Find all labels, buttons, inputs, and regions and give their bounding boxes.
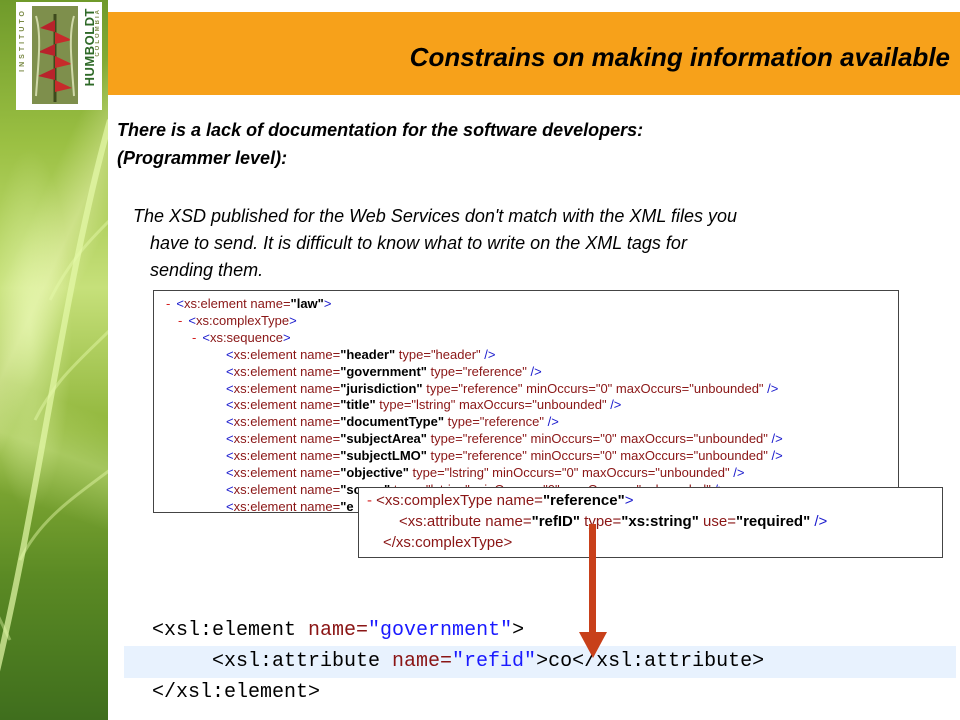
title-bar: Constrains on making information availab…: [108, 12, 960, 95]
xsl-line-3: </xsl:element>: [152, 681, 321, 704]
para-line-2: have to send. It is difficult to know wh…: [150, 233, 687, 253]
leaf-veins-icon: [0, 119, 108, 672]
body-paragraph: The XSD published for the Web Services d…: [133, 203, 948, 284]
intro-line-1: There is a lack of documentation for the…: [117, 120, 644, 140]
schema-line: <xs:element name="subjectLMO" type="refe…: [226, 448, 783, 464]
xsl-line-2: <xsl:attribute name="refid">co</xsl:attr…: [212, 650, 765, 673]
reference-line-3: </xs:complexType>: [383, 534, 513, 551]
schema-line: <xs:element name="title" type="lstring" …: [226, 397, 622, 413]
schema-line: <xs:element name="government" type="refe…: [226, 363, 542, 379]
heliconia-logo-icon: [32, 6, 78, 104]
leaf-background: [0, 0, 108, 720]
schema-line: <xs:element name="jurisdiction" type="re…: [226, 380, 779, 396]
reference-line-1: - <xs:complexType name="reference">: [367, 492, 634, 509]
humboldt-logo: INSTITUTO HUMBOLDT COLOMBIA: [16, 2, 102, 110]
para-line-3: sending them.: [150, 260, 264, 280]
schema-line: <xs:element name="subjectArea" type="ref…: [226, 431, 783, 447]
logo-instituto-text: INSTITUTO: [19, 8, 26, 72]
schema-line: -<xs:element name="law">: [166, 296, 332, 311]
schema-line: <xs:element name="e: [226, 498, 354, 513]
intro-text: There is a lack of documentation for the…: [117, 116, 643, 172]
para-line-1: The XSD published for the Web Services d…: [133, 206, 738, 226]
schema-line: <xs:element name="documentType" type="re…: [226, 414, 559, 430]
logo-colombia-text: COLOMBIA: [95, 8, 101, 57]
reference-line-2: <xs:attribute name="refID" type="xs:stri…: [399, 513, 828, 530]
schema-line: <xs:element name="objective" type="lstri…: [226, 465, 745, 480]
schema-line: <xs:element name="header" type="header" …: [226, 346, 496, 362]
slide-title: Constrains on making information availab…: [409, 42, 950, 72]
schema-line: -<xs:complexType>: [178, 312, 297, 328]
intro-line-2: (Programmer level):: [117, 148, 288, 168]
xsd-schema-screenshot: -<xs:element name="law">-<xs:complexType…: [153, 290, 899, 513]
code-highlight-band: [124, 646, 956, 678]
arrow-down-icon: [579, 524, 607, 658]
schema-line: -<xs:sequence>: [192, 329, 291, 345]
xsl-line-1: <xsl:element name="government">: [152, 619, 525, 642]
reference-complextype-screenshot: - <xs:complexType name="reference"> <xs:…: [358, 487, 943, 558]
